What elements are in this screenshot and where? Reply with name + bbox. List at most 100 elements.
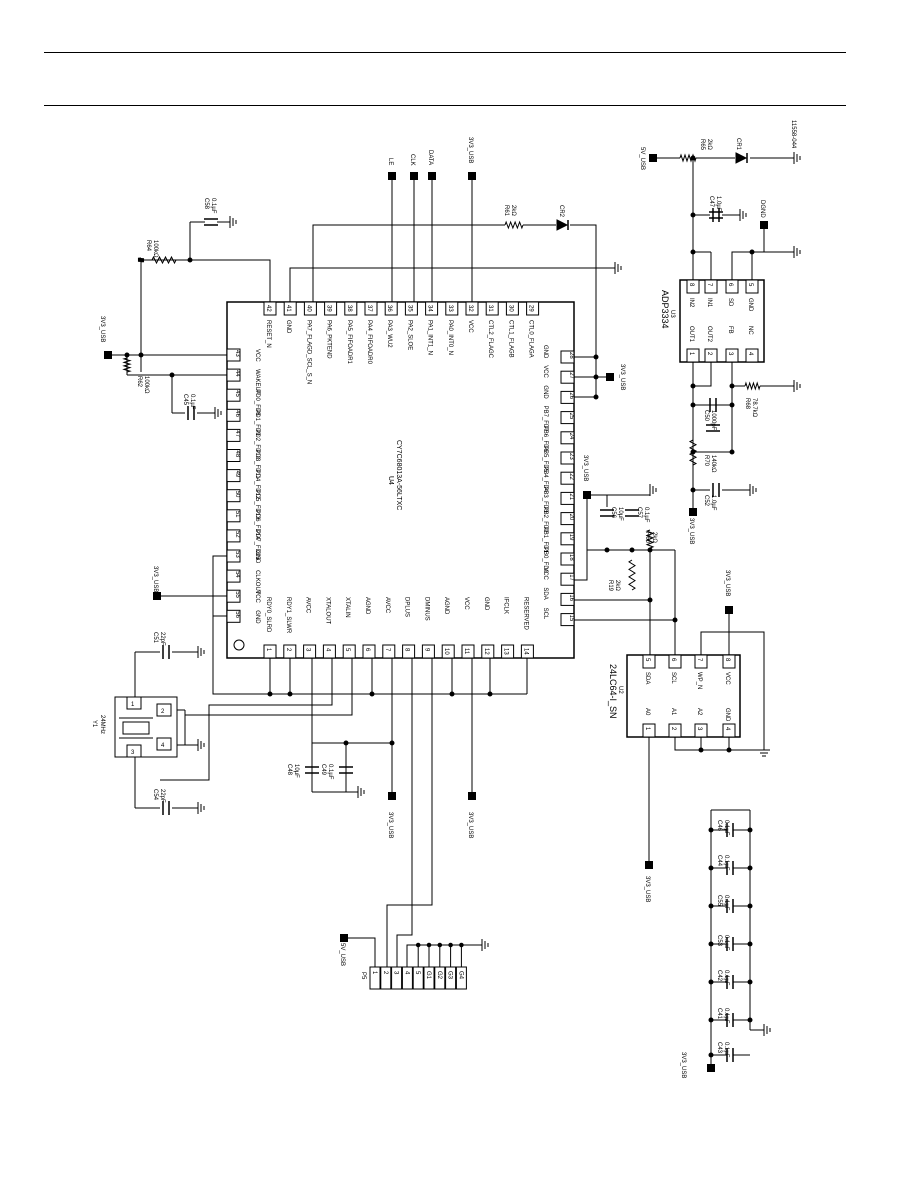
net-5v-ldo	[649, 154, 657, 162]
diode-cr2	[556, 219, 569, 231]
net-5v-connector-label: 5V_USB	[339, 943, 345, 966]
pin-name-3: AVCC	[305, 597, 311, 614]
net-5v-ldo-label: 5V_USB	[639, 147, 645, 170]
pin-number-37: 37	[366, 305, 372, 312]
pin-number-14: 14	[522, 648, 528, 655]
pin-name-29: CTL0_FLAGA	[528, 320, 534, 358]
pin-number-50: 50	[234, 491, 240, 498]
pin-number-5: 5	[344, 648, 350, 652]
junction-dot	[747, 979, 753, 985]
pin-number-41: 41	[285, 305, 291, 312]
pin-name-18: PB0_FD0	[542, 547, 548, 574]
junction-dot	[604, 547, 610, 553]
net-3v3-left	[104, 351, 112, 359]
pin-name-12: GND	[483, 597, 489, 611]
eeprom-pin-box	[668, 654, 682, 669]
net-3v3-avcc	[388, 792, 396, 800]
net-le-label: LE	[387, 158, 393, 165]
junction-dot	[459, 942, 464, 948]
junction-dot	[729, 449, 735, 455]
pin-box-bottom	[402, 644, 416, 659]
ldo-pin-name-7: IN1	[706, 298, 712, 308]
pin-number-11: 11	[463, 648, 469, 655]
junction-dot	[690, 402, 696, 408]
eeprom-pin-6: 6	[670, 658, 676, 662]
eeprom-pin-box	[694, 723, 708, 738]
pin-number-13: 13	[503, 648, 509, 655]
pin-number-47: 47	[234, 430, 240, 437]
ldo-pin-box	[725, 348, 739, 363]
pin-name-41: GND	[285, 320, 291, 334]
eeprom-pin-name-5: SDA	[644, 672, 650, 684]
label-c56: C56	[610, 507, 616, 519]
pin-box-top	[384, 301, 398, 316]
ldo-pin-8: 8	[688, 283, 694, 287]
junction-dot	[593, 354, 599, 360]
figure-id: 11558-044	[790, 120, 796, 149]
label-r70: R70	[703, 455, 709, 467]
pin-box-top	[344, 301, 358, 316]
pin-name-42: RESET_N	[265, 320, 271, 348]
pin-number-23: 23	[568, 453, 574, 460]
pin-box-top	[445, 301, 459, 316]
junction-dot	[690, 383, 696, 389]
pin-number-8: 8	[404, 648, 410, 652]
junction-dot	[729, 383, 735, 389]
net-3v3-r17-label: 3V3_USB	[582, 455, 588, 481]
eeprom-body	[626, 654, 741, 738]
net-clk-label: CLK	[409, 154, 415, 166]
connector-pin-box	[369, 966, 381, 990]
main-ic-part: CY7C68013A-56LTXC	[395, 440, 402, 510]
junction-dot	[437, 942, 443, 948]
pin-number-25: 25	[568, 413, 574, 420]
value-r64: 100kΩ	[152, 240, 158, 258]
eeprom-pin-name-1: A0	[644, 708, 650, 716]
ldo-pin-7: 7	[706, 283, 712, 287]
label-c57: C57	[636, 507, 642, 519]
label-c42: C42	[716, 970, 722, 982]
pin-box-left	[226, 388, 241, 402]
junction-dot	[169, 372, 175, 378]
net-3v3-right	[606, 373, 614, 381]
junction-dot	[426, 942, 432, 948]
pin-name-5: XTALIN	[344, 597, 350, 618]
ldo-pin-box	[745, 279, 759, 294]
junction-dot	[708, 941, 714, 947]
pin-number-26: 26	[568, 392, 574, 399]
pin-number-39: 39	[326, 305, 332, 312]
value-c46: 0.1µF	[723, 820, 729, 836]
pin-box-top	[303, 301, 317, 316]
pin-name-23: PB5_FD5	[542, 446, 548, 473]
resistor-r68	[744, 381, 761, 391]
pin-name-40: PA7_FLAGD_SCL_S_N	[305, 320, 311, 384]
pin-number-34: 34	[427, 305, 433, 312]
connector-pin-box	[391, 966, 403, 990]
label-c55: C55	[716, 895, 722, 907]
main-ic-ref: U4	[387, 476, 394, 485]
pin-name-48: PD3_FD11	[254, 450, 260, 480]
resistor-r62	[122, 357, 132, 373]
net-dgnd-label: DGND	[759, 200, 765, 218]
value-c47: 1.0µF	[715, 196, 721, 212]
junction-dot	[708, 1052, 714, 1058]
pin-name-50: PD5_FD13	[254, 490, 260, 520]
pin-name-34: PA1_INT1_N	[427, 320, 433, 355]
label-c45: C45	[182, 394, 188, 406]
pin-box-bottom	[362, 644, 376, 659]
pin-number-29: 29	[528, 305, 534, 312]
pin-box-right	[560, 491, 575, 505]
eeprom-pin-3: 3	[696, 727, 702, 731]
label-c52: C52	[703, 495, 709, 507]
junction-dot	[187, 257, 193, 263]
pin-box-left	[226, 529, 241, 543]
value-r61: 2kΩ	[510, 205, 516, 216]
pin-box-top	[526, 301, 540, 316]
junction-dot	[749, 249, 755, 255]
pin-number-1: 1	[265, 648, 271, 652]
pin-name-1: RDY0_SLRD	[265, 597, 271, 633]
value-r70: 140kΩ	[710, 455, 716, 473]
junction-dot	[708, 1017, 714, 1023]
connector-pin-4: 4	[403, 971, 409, 975]
label-r61: R61	[503, 205, 509, 217]
junction-dot	[747, 827, 753, 833]
